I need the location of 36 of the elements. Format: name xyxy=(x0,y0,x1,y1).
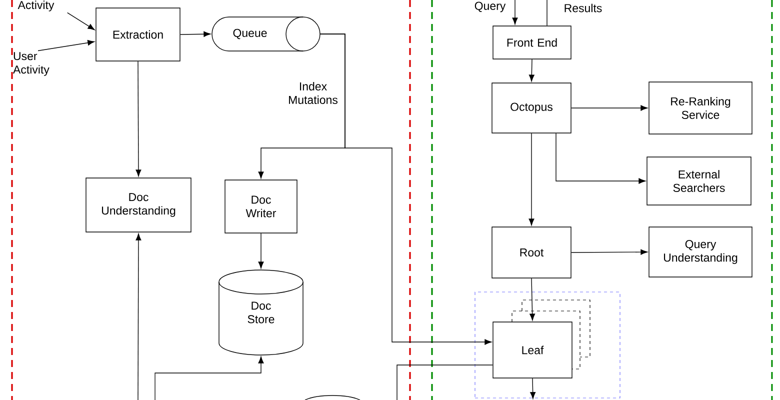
arrow xyxy=(38,40,95,52)
process-box: Front End xyxy=(492,26,572,60)
arrow xyxy=(258,233,264,269)
arrow xyxy=(154,356,264,400)
arrow xyxy=(320,34,492,345)
group-box xyxy=(474,292,620,398)
process-box: Doc Understanding xyxy=(86,178,192,232)
arrow xyxy=(528,59,534,82)
edge-label: Index Mutations xyxy=(284,81,342,105)
arrow xyxy=(67,12,95,30)
queue-cylinder: Queue xyxy=(212,16,320,52)
arrow xyxy=(528,133,534,226)
arrow xyxy=(571,249,648,255)
arrow xyxy=(571,105,648,111)
process-box: Octopus xyxy=(492,82,572,134)
process-box: Re-Ranking Service xyxy=(648,82,752,134)
arrow xyxy=(530,378,536,399)
process-box: Root xyxy=(492,226,572,278)
text-label: Activity xyxy=(18,0,54,12)
process-box: Doc Writer xyxy=(224,180,298,234)
arrow xyxy=(556,133,646,184)
node-label: Queue xyxy=(233,28,267,40)
arrow xyxy=(512,0,518,25)
process-box: Leaf xyxy=(492,322,572,378)
process-box: External Searchers xyxy=(646,156,752,206)
arrow xyxy=(180,31,211,37)
arrow xyxy=(136,61,142,177)
node-label: Doc Store xyxy=(248,302,274,324)
text-label: Results xyxy=(564,4,602,12)
process-box: Extraction xyxy=(96,8,180,62)
process-box: Query Understanding xyxy=(648,226,752,278)
database-cylinder: Doc Store xyxy=(218,270,304,356)
text-label: User Activity xyxy=(13,52,50,76)
arrow xyxy=(530,278,536,321)
text-label: Query xyxy=(474,2,506,12)
arrow xyxy=(136,233,142,400)
